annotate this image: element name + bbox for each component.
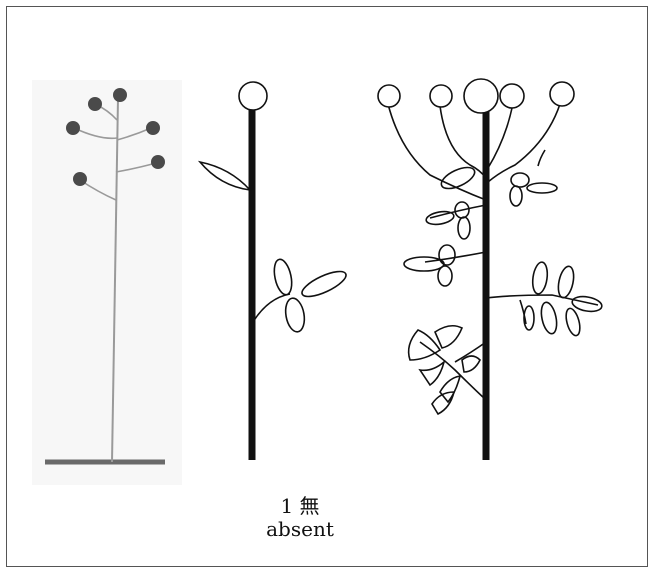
flower-head	[238, 81, 268, 111]
flower-head	[377, 84, 401, 108]
leaflet	[557, 265, 575, 299]
flower-head	[549, 81, 575, 107]
flower-head	[499, 83, 525, 109]
single-stem-plant	[197, 81, 347, 460]
leaflet	[418, 359, 446, 387]
photo-flower-head	[73, 172, 87, 186]
category-caption: 1 無 absent	[230, 494, 370, 540]
leaflet	[523, 305, 535, 331]
leaflet	[509, 185, 523, 207]
leaflet	[526, 182, 558, 194]
photo-flower-head	[113, 88, 127, 102]
leaflet	[571, 295, 603, 313]
leaflet	[284, 297, 306, 333]
leaflet	[431, 391, 456, 416]
photo-plant-sketch	[32, 80, 182, 485]
flower-head	[429, 84, 453, 108]
lower-branch	[252, 293, 291, 323]
leaflet	[510, 172, 530, 188]
leaflet	[438, 244, 456, 266]
leaflet	[437, 265, 453, 287]
leaflet	[425, 210, 455, 226]
leaflet	[433, 324, 464, 349]
leaflet	[461, 355, 481, 373]
photo-background	[32, 80, 182, 485]
flower-head	[463, 78, 499, 114]
leaflet	[439, 375, 462, 404]
leaflet	[301, 270, 347, 298]
leaflet	[407, 329, 442, 361]
caption-label: absent	[266, 517, 334, 541]
branch	[487, 103, 561, 183]
photo-main-stem	[111, 97, 119, 463]
leaflet	[540, 301, 558, 335]
leaflet	[273, 258, 293, 296]
branch	[439, 105, 487, 179]
photo-flower-head	[88, 97, 102, 111]
caption-code: 1 無	[280, 494, 320, 518]
photo-flower-head	[151, 155, 165, 169]
leaflet	[457, 216, 471, 240]
photo-flower-head	[66, 121, 80, 135]
leaflet	[440, 166, 476, 190]
leaflet	[403, 256, 445, 272]
branch	[487, 107, 513, 169]
leaflet	[565, 307, 581, 337]
branch	[387, 103, 487, 201]
photo-flower-head	[146, 121, 160, 135]
leaflet	[531, 261, 549, 295]
branched-stem-plant	[377, 78, 603, 460]
upper-leaf	[197, 160, 253, 192]
